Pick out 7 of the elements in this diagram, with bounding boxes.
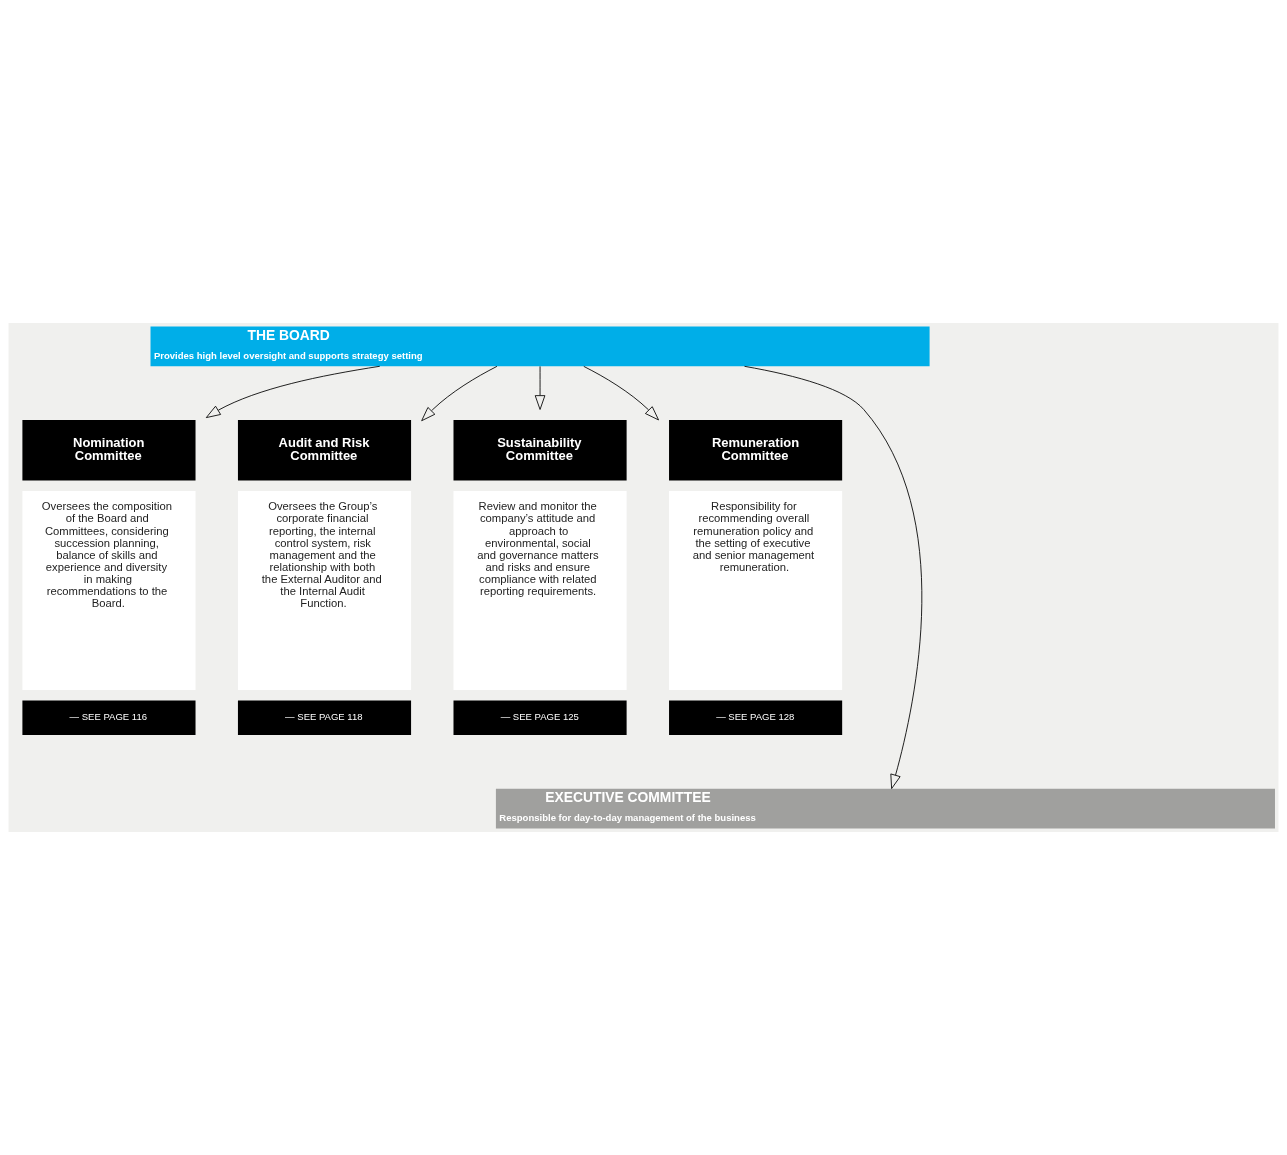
node-box: THE BOARD Provides high level oversight and supports strategy setting <box>150 326 930 367</box>
arrow <box>421 365 498 422</box>
arrow <box>534 365 546 410</box>
arrow <box>205 365 381 419</box>
node-box: EXECUTIVE COMMITTEE Responsible for day-to-day management of the business <box>495 788 1275 829</box>
arrow <box>583 365 659 421</box>
arrow <box>744 365 923 789</box>
